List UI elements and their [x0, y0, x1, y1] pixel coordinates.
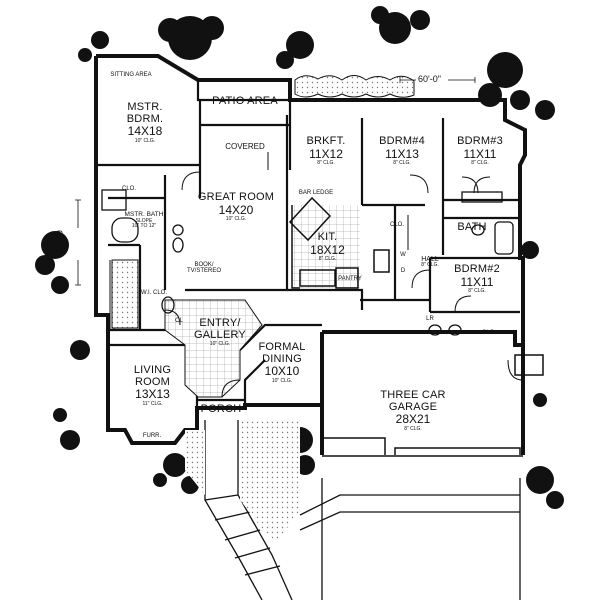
living-ceiling: 11" CLG. — [142, 400, 163, 407]
garage-doors — [321, 354, 544, 457]
kit-ceiling: 8" CLG. — [318, 256, 337, 263]
room-label-kit: KIT. 18X12 8" CLG. — [300, 231, 355, 263]
kit-size: 18X12 — [310, 242, 345, 257]
bdrm2-size: 11X11 — [460, 274, 494, 289]
wcl-name: W.I. CLO. — [140, 290, 167, 296]
dimension-lines — [75, 77, 476, 286]
room-label-covered: COVERED — [205, 137, 285, 154]
interior-walls — [96, 80, 522, 430]
master-name: MSTR. BDRM. — [126, 101, 164, 125]
furr-name: FURR. — [142, 433, 162, 439]
room-label-mbath: MSTR. BATH SLOPE 10" TO 12" — [124, 211, 164, 230]
washer-label: W — [400, 252, 406, 258]
closet-label-mstr: CLO. — [121, 186, 136, 192]
bdrm3-size: 11X11 — [463, 146, 497, 161]
mbath-slope: SLOPE — [135, 217, 153, 224]
room-label-living: LIVING ROOM 13X13 11" CLG. — [120, 364, 185, 407]
mbath-ceiling: 10" TO 12" — [131, 223, 157, 230]
room-label-bath2: BATH — [452, 221, 492, 234]
entry-ceiling: 10" CLG. — [209, 341, 231, 348]
great-size: 14X20 — [218, 202, 254, 217]
room-label-book: BOOK/ TV/STEREO — [184, 262, 224, 275]
master-size: 14X18 — [127, 124, 163, 139]
pantry-name: PANTRY — [338, 276, 362, 282]
covered-name: COVERED — [225, 142, 265, 151]
kitchen-fixtures — [288, 196, 390, 289]
room-label-great: GREAT ROOM 14X20 10" CLG. — [196, 191, 276, 223]
room-label-garage: THREE CAR GARAGE 28X21 8" CLG. — [368, 389, 458, 432]
room-label-wcl: W.I. CLO. — [140, 290, 168, 296]
closet-shelves — [109, 215, 409, 330]
bdrm4-name: BDRM#4 — [379, 135, 425, 147]
room-label-bdrm4: BDRM#4 11X13 8" CLG. — [368, 135, 436, 167]
bath-fixtures — [101, 189, 514, 336]
bath2-name: BATH — [457, 221, 487, 233]
dining-size: 10X10 — [264, 364, 300, 379]
dining-ceiling: 10" CLG. — [271, 377, 293, 384]
exterior-walls — [94, 54, 527, 455]
master-ceiling: 10" CLG. — [134, 137, 156, 144]
width-dimension: 60'-0" — [418, 74, 441, 84]
hall-name: HALL — [421, 256, 439, 263]
mbath-name: MSTR. BATH — [124, 211, 164, 218]
room-label-entry: ENTRY/ GALLERY 10" CLG. — [190, 317, 250, 348]
sitting-name: SITTING AREA — [110, 72, 152, 78]
room-label-bdrm2: BDRM#2 11X11 8" CLG. — [445, 263, 509, 295]
bdrm2-ceiling: 8" CLG. — [468, 288, 486, 295]
barledge-name: BAR LEDGE — [298, 190, 334, 196]
garage-name: THREE CAR GARAGE — [380, 389, 446, 413]
garage-size: 28X21 — [395, 412, 431, 427]
book-name: BOOK/ TV/STEREO — [186, 262, 221, 275]
stone-wall — [294, 75, 415, 98]
laundry-label: LR — [426, 316, 434, 322]
brkft-ceiling: 8" CLG. — [317, 160, 335, 167]
living-name: LIVING ROOM — [133, 364, 172, 388]
kit-name: KIT. — [317, 231, 338, 243]
hall-ceiling: 8" CLG. — [421, 262, 439, 269]
closet-label-bdrm2: CLO. — [481, 330, 496, 336]
dining-name: FORMAL DINING — [258, 341, 306, 365]
door-swings — [164, 152, 524, 398]
bdrm3-ceiling: 8" CLG. — [471, 160, 489, 167]
dryer-label: D — [400, 268, 406, 274]
coat-closet-label: CL — [175, 318, 183, 324]
room-label-patio: PATIO AREA — [205, 95, 285, 108]
great-ceiling: 10" CLG. — [225, 216, 247, 223]
porch-name: PORCH — [200, 403, 242, 415]
room-label-porch: PORCH — [200, 403, 242, 416]
room-label-furr: FURR. — [140, 433, 164, 439]
room-label-master: MSTR. BDRM. 14X18 10" CLG. — [110, 101, 180, 144]
walkway — [204, 420, 521, 600]
garage-ceiling: 8" CLG. — [404, 425, 422, 432]
room-label-pantry: PANTRY — [335, 276, 365, 282]
brkft-size: 11X12 — [309, 146, 343, 161]
room-label-hall: HALL 8" CLG. — [415, 256, 445, 269]
bdrm4-size: 11X13 — [385, 146, 419, 161]
depth-dimension: 63'-7" — [54, 230, 64, 253]
entry-name: ENTRY/ GALLERY — [194, 317, 246, 341]
room-label-sitting: SITTING AREA — [110, 72, 152, 78]
room-label-barledge: BAR LEDGE — [292, 190, 340, 196]
room-label-dining: FORMAL DINING 10X10 10" CLG. — [252, 341, 312, 384]
great-name: GREAT ROOM — [197, 191, 275, 203]
bdrm3-name: BDRM#3 — [457, 135, 503, 147]
bdrm4-ceiling: 8" CLG. — [393, 160, 411, 167]
bdrm2-name: BDRM#2 — [454, 263, 500, 275]
walkway-planting — [185, 420, 300, 545]
patio-name: PATIO AREA — [212, 95, 278, 107]
brkft-name: BRKFT. — [306, 135, 346, 147]
room-label-bdrm3: BDRM#3 11X11 8" CLG. — [448, 135, 512, 167]
living-size: 13X13 — [135, 387, 170, 402]
room-label-brkft: BRKFT. 11X12 8" CLG. — [296, 135, 356, 167]
closet-label-bdrm4: CLO. — [389, 222, 404, 228]
